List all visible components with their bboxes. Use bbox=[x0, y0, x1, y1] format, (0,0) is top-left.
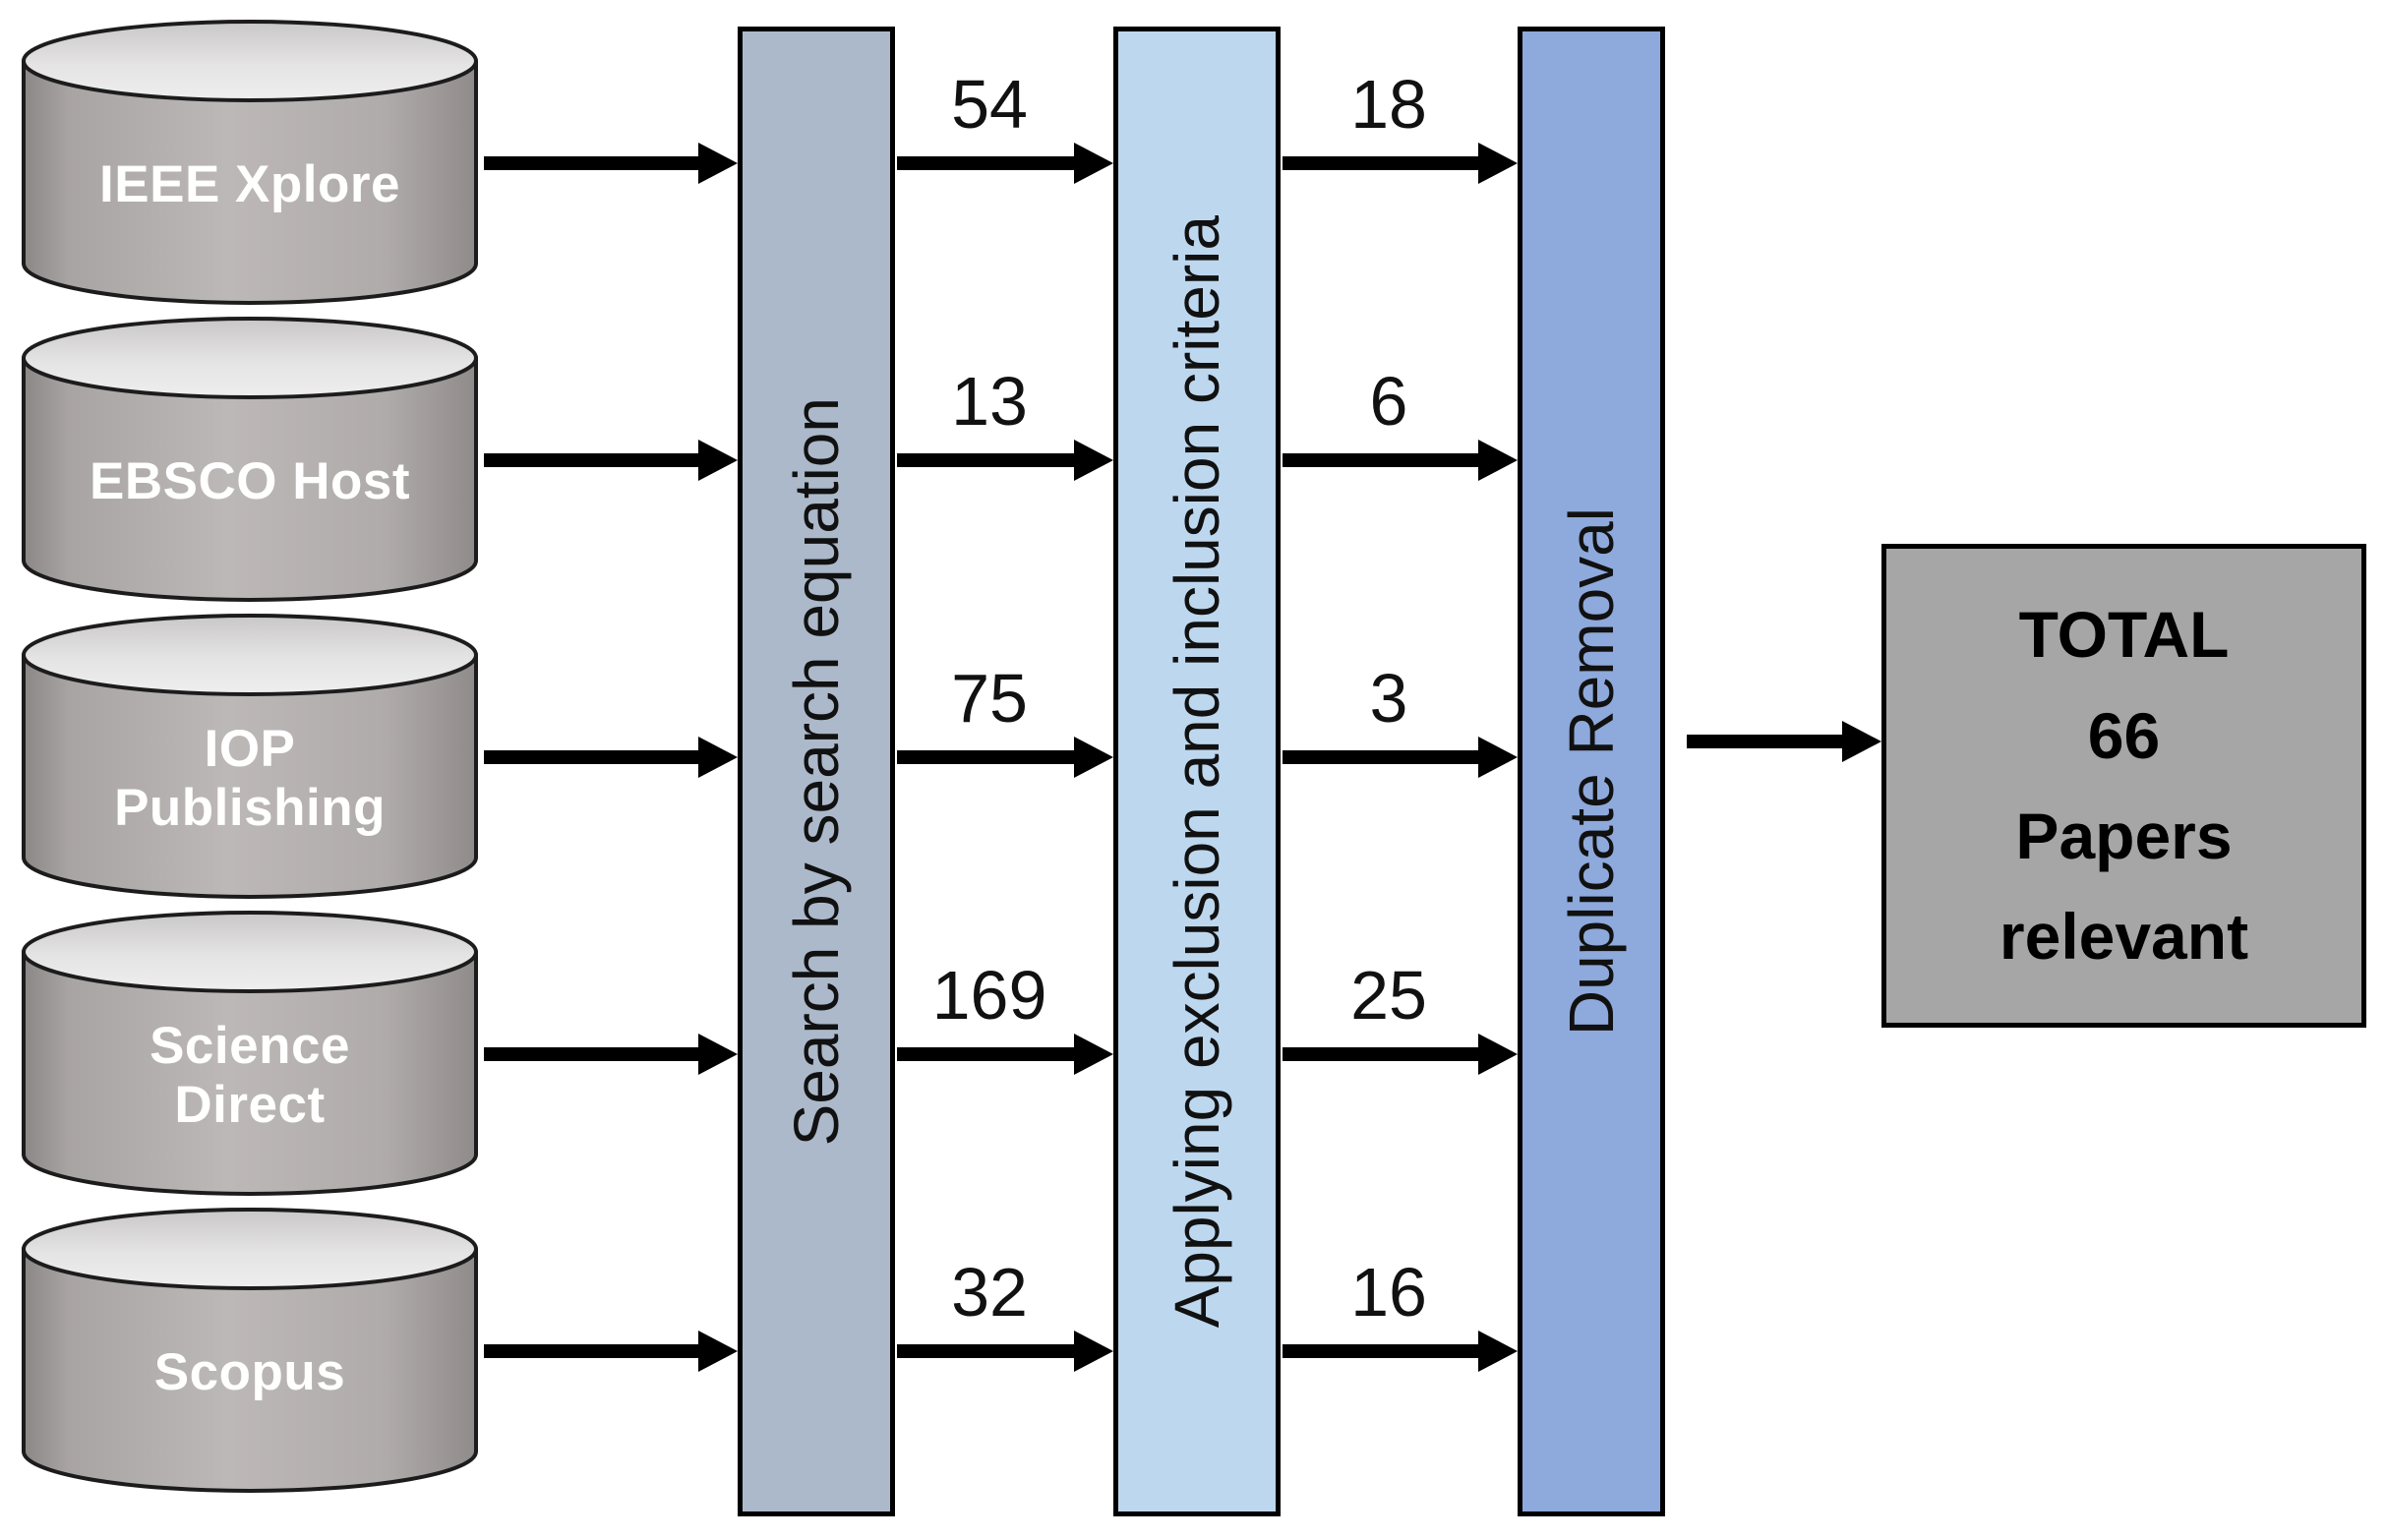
cylinder-shape bbox=[22, 20, 478, 305]
arrow-head bbox=[1478, 1034, 1518, 1075]
arrow-shaft bbox=[484, 156, 702, 170]
arrow-shaft bbox=[1283, 750, 1482, 764]
database-cylinder-ieee-xplore: IEEE Xplore bbox=[20, 18, 480, 309]
cylinder-shape bbox=[22, 911, 478, 1196]
arrow-shaft bbox=[897, 750, 1078, 764]
arrow-head bbox=[698, 1331, 738, 1372]
count-after-criteria-ieee: 18 bbox=[1350, 66, 1427, 143]
arrow-ebsco-to-search bbox=[484, 440, 738, 481]
arrow-head bbox=[698, 737, 738, 778]
arrow-search-to-criteria-5 bbox=[897, 1331, 1113, 1372]
arrow-search-to-criteria-2 bbox=[897, 440, 1113, 481]
database-cylinder-scopus: Scopus bbox=[20, 1206, 480, 1497]
count-after-criteria-scopus: 16 bbox=[1350, 1254, 1427, 1331]
count-after-search-sciencedirect: 169 bbox=[931, 957, 1047, 1034]
total-box: TOTAL 66 Papers relevant bbox=[1881, 544, 2366, 1028]
arrow-search-to-criteria-4 bbox=[897, 1034, 1113, 1075]
arrow-shaft bbox=[484, 1344, 702, 1358]
arrow-shaft bbox=[1283, 453, 1482, 467]
cylinder-shape bbox=[22, 317, 478, 602]
arrow-duplicate-to-total bbox=[1687, 721, 1881, 762]
arrow-head bbox=[1074, 1331, 1113, 1372]
cylinder-shape bbox=[22, 1208, 478, 1493]
stage-bar-search-by-search-equation: Search by search equation bbox=[738, 27, 895, 1516]
arrow-head bbox=[698, 1034, 738, 1075]
arrow-head bbox=[1074, 143, 1113, 184]
arrow-head bbox=[698, 440, 738, 481]
database-cylinder-ebsco-host: EBSCO Host bbox=[20, 315, 480, 606]
arrow-head bbox=[698, 143, 738, 184]
count-after-criteria-sciencedirect: 25 bbox=[1350, 957, 1427, 1034]
database-label: Scopus bbox=[153, 1342, 346, 1401]
total-box-line: relevant bbox=[1999, 900, 2249, 974]
arrow-iop-to-search bbox=[484, 737, 738, 778]
arrow-shaft bbox=[897, 1047, 1078, 1061]
arrow-head bbox=[1074, 1034, 1113, 1075]
arrow-criteria-to-duplicate-5 bbox=[1283, 1331, 1518, 1372]
total-box-line: Papers bbox=[2015, 800, 2233, 872]
arrow-head bbox=[1478, 440, 1518, 481]
database-label: IEEE Xplore bbox=[99, 154, 400, 213]
arrow-head bbox=[1074, 737, 1113, 778]
arrow-head bbox=[1478, 143, 1518, 184]
arrow-head bbox=[1842, 721, 1881, 762]
cylinder-shape bbox=[22, 614, 478, 899]
arrow-shaft bbox=[897, 453, 1078, 467]
arrow-shaft bbox=[1283, 156, 1482, 170]
arrow-shaft bbox=[1283, 1047, 1482, 1061]
arrow-criteria-to-duplicate-1 bbox=[1283, 143, 1518, 184]
database-label: EBSCO Host bbox=[90, 451, 410, 510]
stage-bar-duplicate-removal: Duplicate Removal bbox=[1518, 27, 1665, 1516]
arrow-sciencedirect-to-search bbox=[484, 1034, 738, 1075]
arrow-criteria-to-duplicate-4 bbox=[1283, 1034, 1518, 1075]
arrow-shaft bbox=[1687, 735, 1846, 748]
arrow-scopus-to-search bbox=[484, 1331, 738, 1372]
arrow-search-to-criteria-1 bbox=[897, 143, 1113, 184]
arrow-shaft bbox=[897, 1344, 1078, 1358]
total-box-line: 66 bbox=[2087, 698, 2161, 772]
arrow-ieee-to-search bbox=[484, 143, 738, 184]
arrow-shaft bbox=[484, 750, 702, 764]
count-after-search-iop: 75 bbox=[951, 660, 1028, 737]
total-box-line: TOTAL bbox=[2018, 598, 2230, 672]
arrow-shaft bbox=[484, 453, 702, 467]
arrow-search-to-criteria-3 bbox=[897, 737, 1113, 778]
arrow-shaft bbox=[897, 156, 1078, 170]
stage-label: Search by search equation bbox=[781, 396, 852, 1147]
stage-label: Applying exclusion and inclusion criteri… bbox=[1162, 214, 1232, 1329]
count-after-search-ebsco: 13 bbox=[951, 363, 1028, 440]
arrow-criteria-to-duplicate-3 bbox=[1283, 737, 1518, 778]
arrow-head bbox=[1478, 737, 1518, 778]
stage-label: Duplicate Removal bbox=[1556, 506, 1627, 1037]
count-after-criteria-iop: 3 bbox=[1369, 660, 1408, 737]
stage-bar-exclusion-inclusion-criteria: Applying exclusion and inclusion criteri… bbox=[1113, 27, 1281, 1516]
count-after-search-scopus: 32 bbox=[951, 1254, 1028, 1331]
arrow-shaft bbox=[1283, 1344, 1482, 1358]
arrow-head bbox=[1478, 1331, 1518, 1372]
count-after-criteria-ebsco: 6 bbox=[1369, 363, 1408, 440]
arrow-shaft bbox=[484, 1047, 702, 1061]
arrow-criteria-to-duplicate-2 bbox=[1283, 440, 1518, 481]
arrow-head bbox=[1074, 440, 1113, 481]
count-after-search-ieee: 54 bbox=[951, 66, 1028, 143]
